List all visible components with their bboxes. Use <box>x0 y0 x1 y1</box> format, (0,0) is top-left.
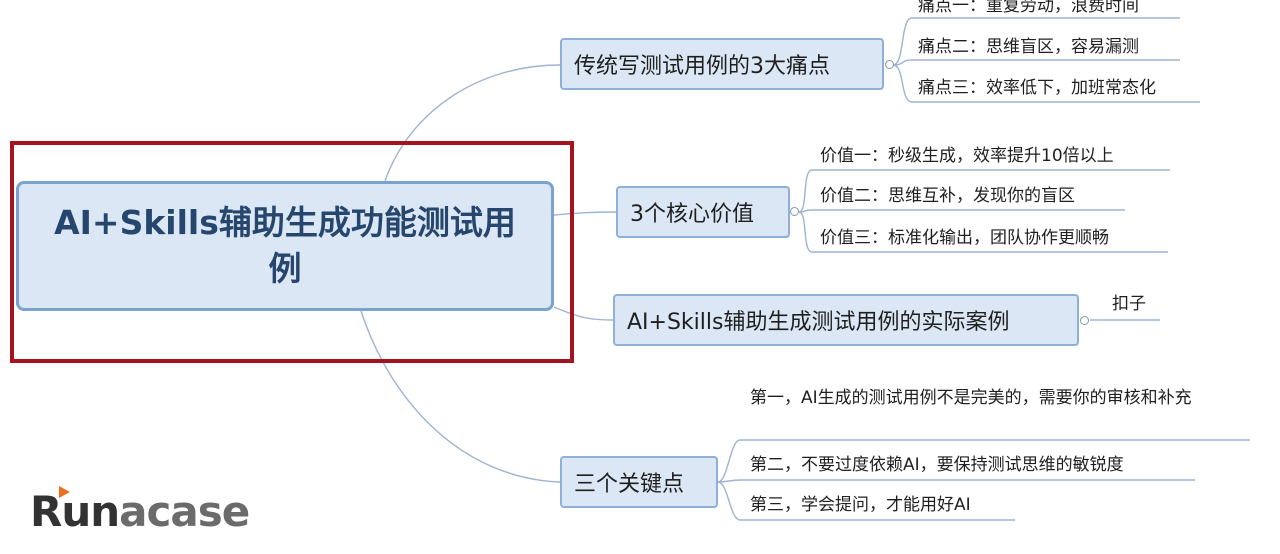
leaf-pain-2[interactable]: 痛点二：思维盲区，容易漏测 <box>918 37 1139 57</box>
logo-text-prefix: Run <box>30 487 120 536</box>
branch-node-key-points[interactable]: 三个关键点 <box>560 456 718 508</box>
leaf-case-coze[interactable]: 扣子 <box>1112 294 1146 314</box>
leaf-key-1[interactable]: 第一，AI生成的测试用例不是完美的，需要你的审核和补充 <box>750 388 1192 408</box>
collapse-toggle-icon[interactable] <box>790 207 799 216</box>
logo-text-suffix: acase <box>119 487 250 536</box>
highlight-frame <box>10 141 574 363</box>
leaf-value-3[interactable]: 价值三：标准化输出，团队协作更顺畅 <box>820 228 1109 248</box>
collapse-toggle-icon[interactable] <box>1080 316 1089 325</box>
logo-arrow-icon <box>59 486 70 498</box>
leaf-key-2[interactable]: 第二，不要过度依赖AI，要保持测试思维的敏锐度 <box>750 455 1124 475</box>
leaf-value-1[interactable]: 价值一：秒级生成，效率提升10倍以上 <box>820 146 1114 166</box>
branch-node-pain-points[interactable]: 传统写测试用例的3大痛点 <box>560 38 884 90</box>
branch-node-case-study[interactable]: AI+Skills辅助生成测试用例的实际案例 <box>613 294 1079 346</box>
leaf-key-3[interactable]: 第三，学会提问，才能用好AI <box>750 495 971 515</box>
runacase-logo: Runacase <box>30 487 250 537</box>
branch-node-core-values[interactable]: 3个核心价值 <box>616 186 790 238</box>
leaf-pain-3[interactable]: 痛点三：效率低下，加班常态化 <box>918 78 1156 98</box>
root-node[interactable]: AI+Skills辅助生成功能测试用例 <box>16 181 554 311</box>
leaf-value-2[interactable]: 价值二：思维互补，发现你的盲区 <box>820 186 1075 206</box>
collapse-toggle-icon[interactable] <box>885 60 894 69</box>
leaf-pain-1[interactable]: 痛点一：重复劳动，浪费时间 <box>918 0 1139 16</box>
